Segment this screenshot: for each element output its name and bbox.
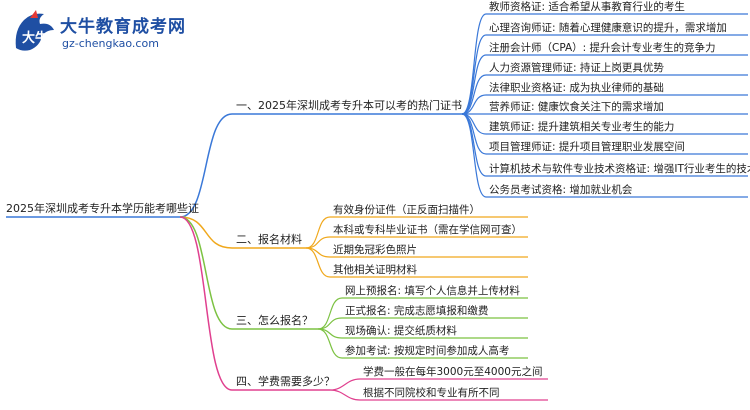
branch-connector — [179, 216, 233, 249]
logo-title: 大牛教育成考网 — [60, 17, 186, 37]
child-connector — [461, 113, 487, 198]
logo-url: gz-chengkao.com — [62, 37, 159, 50]
branch-connector — [179, 216, 233, 330]
child-node: 学费一般在每年3000元至4000元之间 — [363, 365, 542, 378]
child-node: 人力资源管理师证: 持证上岗更具优势 — [489, 61, 664, 74]
branch-label: 二、报名材料 — [236, 232, 302, 246]
child-connector — [305, 236, 331, 249]
child-connector — [329, 389, 361, 401]
branch-label: 四、学费需要多少？ — [236, 374, 335, 388]
branch-connector — [179, 216, 233, 391]
branch-label: 三、怎么报名？ — [236, 313, 313, 327]
child-node: 正式报名: 完成志愿填报和缴费 — [345, 304, 488, 317]
child-connector — [317, 297, 343, 330]
child-node: 教师资格证: 适合希望从事教育行业的考生 — [489, 0, 685, 13]
child-node: 参加考试: 按规定时间参加成人高考 — [345, 344, 509, 357]
child-node: 公务员考试资格: 增加就业机会 — [489, 183, 633, 196]
child-node: 心理咨询师证: 随着心理健康意识的提升，需求增加 — [489, 21, 727, 34]
branch-label: 一、2025年深圳成考专升本可以考的热门证书 — [236, 98, 462, 112]
child-connector — [461, 74, 487, 115]
branch-connector — [179, 113, 233, 218]
child-node: 法律职业资格证: 成为执业律师的基础 — [489, 81, 664, 94]
child-node: 现场确认: 提交纸质材料 — [345, 324, 457, 337]
child-node: 计算机技术与软件专业技术资格证: 增强IT行业考生的技术能力 — [489, 162, 750, 175]
child-node: 项目管理师证: 提升项目管理职业发展空间 — [489, 140, 685, 153]
child-connector — [317, 317, 343, 330]
child-node: 近期免冠彩色照片 — [333, 243, 417, 256]
mindmap-nodes: 2025年深圳成考专升本学历能考哪些证 一、2025年深圳成考专升本可以考的热门证… — [6, 0, 750, 399]
root-node: 2025年深圳成考专升本学历能考哪些证 — [6, 201, 199, 215]
child-connector — [461, 34, 487, 115]
child-node: 根据不同院校和专业有所不同 — [363, 386, 500, 399]
child-node: 营养师证: 健康饮食关注下的需求增加 — [489, 100, 664, 113]
child-node: 注册会计师（CPA）: 提升会计专业考生的竞争力 — [489, 41, 716, 54]
logo-mark-icon: 大牛 — [15, 10, 55, 51]
child-connector — [305, 247, 331, 278]
child-connector — [317, 328, 343, 359]
child-connector — [305, 216, 331, 249]
child-node: 其他相关证明材料 — [333, 263, 417, 276]
mindmap-edges — [6, 13, 748, 401]
logo-mark-text: 大牛 — [22, 30, 48, 46]
child-node: 本科或专科毕业证书（需在学信网可查） — [333, 223, 522, 236]
child-node: 网上预报名: 填写个人信息并上传材料 — [345, 284, 520, 297]
site-logo[interactable]: 大牛 大牛教育成考网 gz-chengkao.com — [10, 8, 210, 56]
child-connector — [461, 13, 487, 115]
child-node: 有效身份证件（正反面扫描件） — [333, 203, 480, 216]
child-node: 建筑师证: 提升建筑相关专业考生的能力 — [489, 120, 674, 133]
